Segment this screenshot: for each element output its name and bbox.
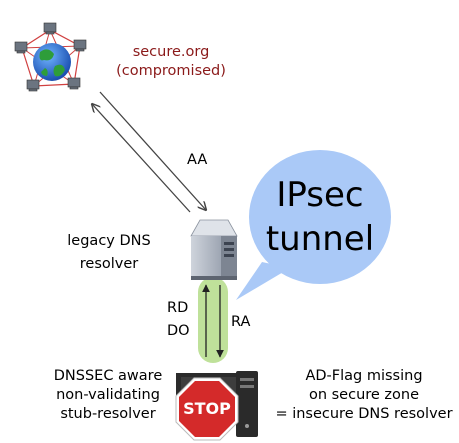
resolver-label-line2: resolver bbox=[79, 256, 139, 272]
client-label-line2: non-validating bbox=[56, 387, 160, 403]
ra-flag-label: RA bbox=[231, 314, 251, 330]
aa-flag-label: AA bbox=[187, 152, 208, 168]
ipsec-tunnel-capsule bbox=[198, 277, 228, 363]
resolver-label: legacy DNS resolver bbox=[64, 232, 154, 274]
client-label-line1: DNSSEC aware bbox=[53, 368, 163, 384]
note-line2: on secure zone bbox=[308, 387, 420, 403]
client-label-line3: stub-resolver bbox=[60, 406, 156, 422]
network-globe-icon bbox=[14, 22, 87, 92]
ipsec-line1: IPsec bbox=[276, 175, 364, 215]
ipsec-tunnel-bubble bbox=[236, 150, 391, 300]
note-line3: = insecure DNS resolver bbox=[275, 406, 453, 422]
rd-flag-label: RD bbox=[167, 300, 189, 316]
note-line1: AD-Flag missing bbox=[305, 368, 423, 384]
stop-sign-icon bbox=[175, 377, 239, 441]
server-name: secure.org bbox=[132, 44, 210, 60]
ipsec-line2: tunnel bbox=[265, 219, 375, 259]
do-flag-label: DO bbox=[167, 323, 190, 339]
ad-flag-note: AD-Flag missing on secure zone = insecur… bbox=[270, 367, 458, 424]
resolver-label-line1: legacy DNS bbox=[67, 233, 151, 249]
client-label: DNSSEC aware non-validating stub-resolve… bbox=[44, 367, 172, 424]
ipsec-tunnel-text: IPsec tunnel bbox=[250, 173, 390, 261]
server-label: secure.org (compromised) bbox=[108, 43, 234, 81]
response-arrow-down bbox=[99, 91, 206, 210]
stop-sign-label: STOP bbox=[183, 399, 231, 418]
server-icon bbox=[190, 219, 238, 280]
query-arrow-up bbox=[92, 104, 191, 213]
server-status: (compromised) bbox=[116, 63, 226, 79]
